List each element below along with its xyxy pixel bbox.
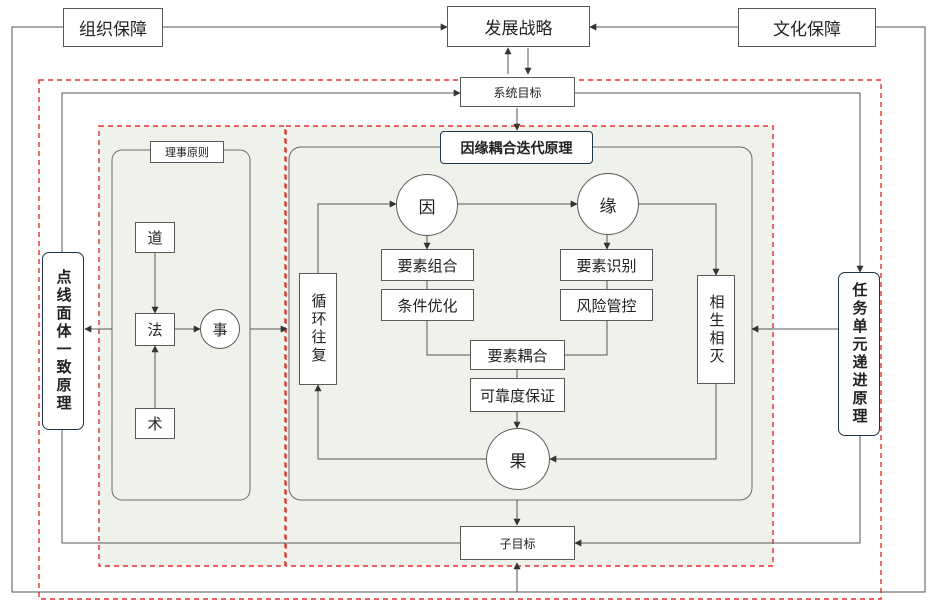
- left-principle-label: 点线面体一致原理: [54, 269, 73, 413]
- risk-to-coupling: [565, 321, 608, 356]
- right-principle-to-subgoal: [574, 436, 861, 547]
- core-dashed-frame: [285, 125, 774, 567]
- development-strategy-box: 发展战略: [447, 6, 590, 47]
- yin-circle: 因: [396, 174, 458, 236]
- fa-box: 法: [135, 313, 175, 346]
- shu-box: 术: [135, 408, 175, 439]
- left-principle-to-goal: [61, 89, 461, 252]
- risk-control-box: 风险管控: [560, 289, 653, 321]
- left-principle-box: 点线面体一致原理: [42, 252, 84, 430]
- dao-box: 道: [135, 222, 175, 253]
- cycle-to-yin: [317, 200, 397, 273]
- cycle-box: 循环往复: [299, 273, 337, 385]
- li-shi-title: 理事原则: [150, 141, 224, 163]
- org-guarantee-box: 组织保障: [63, 8, 163, 47]
- element-coupling-box: 要素耦合: [470, 340, 565, 370]
- outer-dashed-frame: [38, 79, 882, 600]
- right-principle-box: 任务单元递进原理: [838, 272, 880, 436]
- yuan-circle: 缘: [577, 173, 639, 235]
- li-shi-dashed-frame: [98, 125, 286, 567]
- mutual-to-guo: [549, 384, 717, 463]
- li-shi-panel-fill: [99, 126, 285, 566]
- reliability-assurance-box: 可靠度保证: [470, 378, 565, 412]
- element-identification-box: 要素识别: [560, 249, 653, 281]
- condition-optimization-box: 条件优化: [381, 289, 474, 321]
- system-goal-box: 系统目标: [460, 77, 575, 107]
- mutual-box: 相生相灭: [697, 275, 735, 384]
- cycle-label: 循环往复: [309, 293, 328, 365]
- outer-left-loop: [11, 26, 521, 593]
- optimization-to-coupling: [426, 321, 470, 356]
- right-principle-label: 任务单元递进原理: [850, 282, 869, 426]
- left-principle-to-subgoal: [61, 430, 460, 544]
- element-combination-box: 要素组合: [381, 249, 474, 281]
- core-title: 因缘耦合迭代原理: [440, 131, 593, 164]
- sub-goal-box: 子目标: [460, 526, 575, 560]
- mutual-label: 相生相灭: [707, 293, 726, 366]
- yuan-to-mutual: [637, 203, 720, 276]
- guo-circle: 果: [486, 428, 550, 490]
- goal-to-right-principle: [575, 92, 864, 273]
- guo-to-cycle: [314, 384, 486, 460]
- shi-circle: 事: [200, 309, 240, 349]
- outer-right-loop: [517, 26, 926, 593]
- culture-guarantee-box: 文化保障: [738, 8, 876, 47]
